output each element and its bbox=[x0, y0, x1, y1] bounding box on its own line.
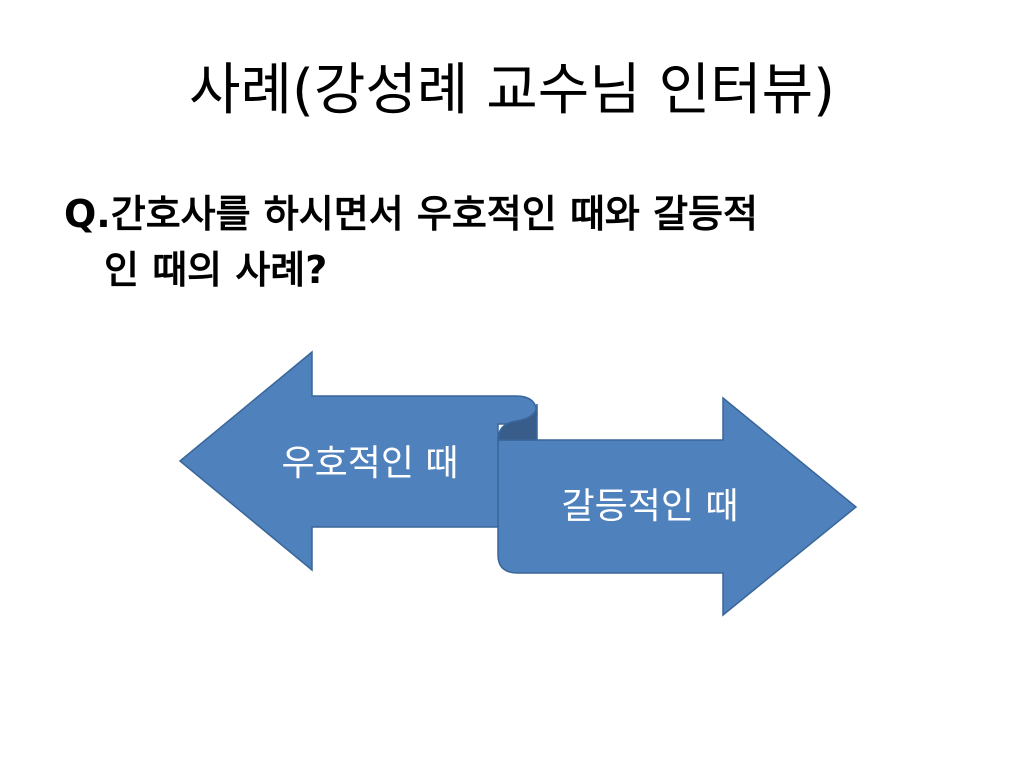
ribbon-fold-shape bbox=[497, 403, 538, 441]
slide-title: 사례(강성례 교수님 인터뷰) bbox=[188, 58, 836, 123]
question-text: Q.간호사를 하시면서 우호적인 때와 갈등적 인 때의 사례? bbox=[64, 186, 964, 298]
left-arrow-label: 우호적인 때 bbox=[281, 443, 458, 484]
question-line-2: 인 때의 사례? bbox=[104, 248, 328, 292]
right-arrow-label: 갈등적인 때 bbox=[561, 486, 738, 527]
question-line-1: Q.간호사를 하시면서 우호적인 때와 갈등적 bbox=[64, 192, 758, 236]
right-arrow-shape bbox=[497, 396, 858, 617]
